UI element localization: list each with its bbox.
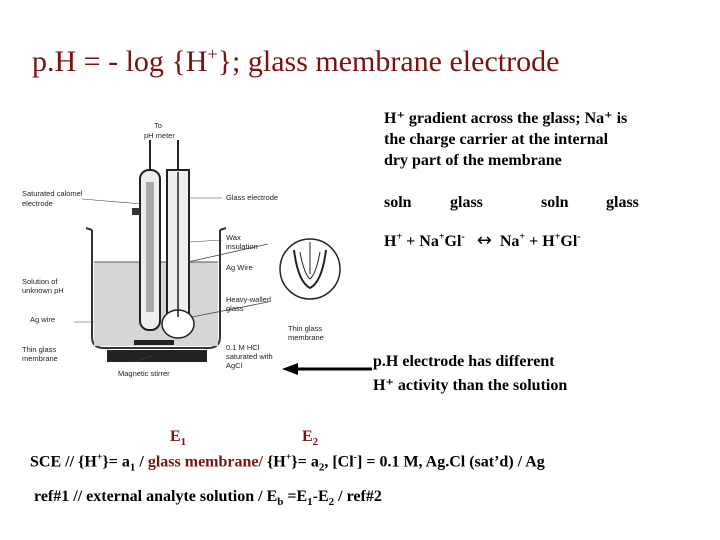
fig-label-sce: Saturated calomel bbox=[22, 189, 83, 198]
exchange-reaction: H+ + Na+Gl- ↔ Na+ + H+Gl- bbox=[384, 230, 581, 251]
fig-label-hcl: 0.1 M HCl bbox=[226, 343, 260, 352]
page-title: p.H = - log {H+}; glass membrane electro… bbox=[32, 44, 560, 78]
cell-notation: SCE // {H+}= a1 / glass membrane/ {H+}= … bbox=[30, 452, 545, 474]
gradient-line-1: H⁺ gradient across the glass; Na⁺ is bbox=[384, 110, 628, 127]
glass-membrane-term: glass membrane/ bbox=[147, 453, 263, 471]
fig-label-to: To bbox=[154, 121, 162, 130]
fig-label-ag-wire-left: Ag wire bbox=[30, 315, 55, 324]
col-soln-2: soln bbox=[541, 194, 569, 211]
fig-label-insulation: insulation bbox=[226, 242, 258, 251]
fig-label-ag-wire-top: Ag Wire bbox=[226, 263, 253, 272]
fig-label-glass-electrode: Glass electrode bbox=[226, 193, 278, 202]
gradient-explanation: H⁺ gradient across the glass; Na⁺ is the… bbox=[384, 108, 704, 171]
col-glass-1: glass bbox=[450, 194, 483, 211]
pointer-arrow bbox=[282, 363, 372, 375]
fig-label-wax: Wax bbox=[226, 233, 241, 242]
reference-notation: ref#1 // external analyte solution / Eb … bbox=[34, 488, 382, 509]
col-soln-1: soln bbox=[384, 194, 412, 211]
gradient-line-2: the charge carrier at the internal bbox=[384, 131, 609, 148]
fig-label-ph-meter: pH meter bbox=[144, 131, 175, 140]
fig-label-thin-glass: Thin glass bbox=[288, 324, 322, 333]
fig-label-heavy-walled: Heavy-walled bbox=[226, 295, 271, 304]
fig-label-unknown-solution: Solution of bbox=[22, 277, 58, 286]
activity-note: p.H electrode has different H⁺ activity … bbox=[373, 350, 567, 398]
glass-electrode-figure: To pH meter Saturated calomel electrode … bbox=[22, 121, 341, 378]
fig-label-thin-membrane-left: membrane bbox=[22, 354, 58, 363]
fig-label-unknown-ph: unknown pH bbox=[22, 286, 64, 295]
gradient-line-3: dry part of the membrane bbox=[384, 152, 562, 169]
e1-label: E1 bbox=[170, 428, 187, 449]
fig-label-thin-glass-left: Thin glass bbox=[22, 345, 56, 354]
note-line-1: p.H electrode has different bbox=[373, 353, 555, 370]
equilibrium-arrow: ↔ bbox=[476, 230, 492, 251]
col-glass-2: glass bbox=[606, 194, 639, 211]
e2-label: E2 bbox=[302, 428, 319, 449]
note-line-2: H⁺ activity than the solution bbox=[373, 377, 568, 394]
fig-label-agcl: AgCl bbox=[226, 361, 243, 370]
fig-label-thin-membrane: membrane bbox=[288, 333, 324, 342]
fig-label-stirrer: Magnetic stirrer bbox=[118, 369, 170, 378]
fig-label-hcl-saturated: saturated with bbox=[226, 352, 273, 361]
fig-label-heavy-glass: glass bbox=[226, 304, 244, 313]
fig-label-sce-electrode: electrode bbox=[22, 199, 53, 208]
